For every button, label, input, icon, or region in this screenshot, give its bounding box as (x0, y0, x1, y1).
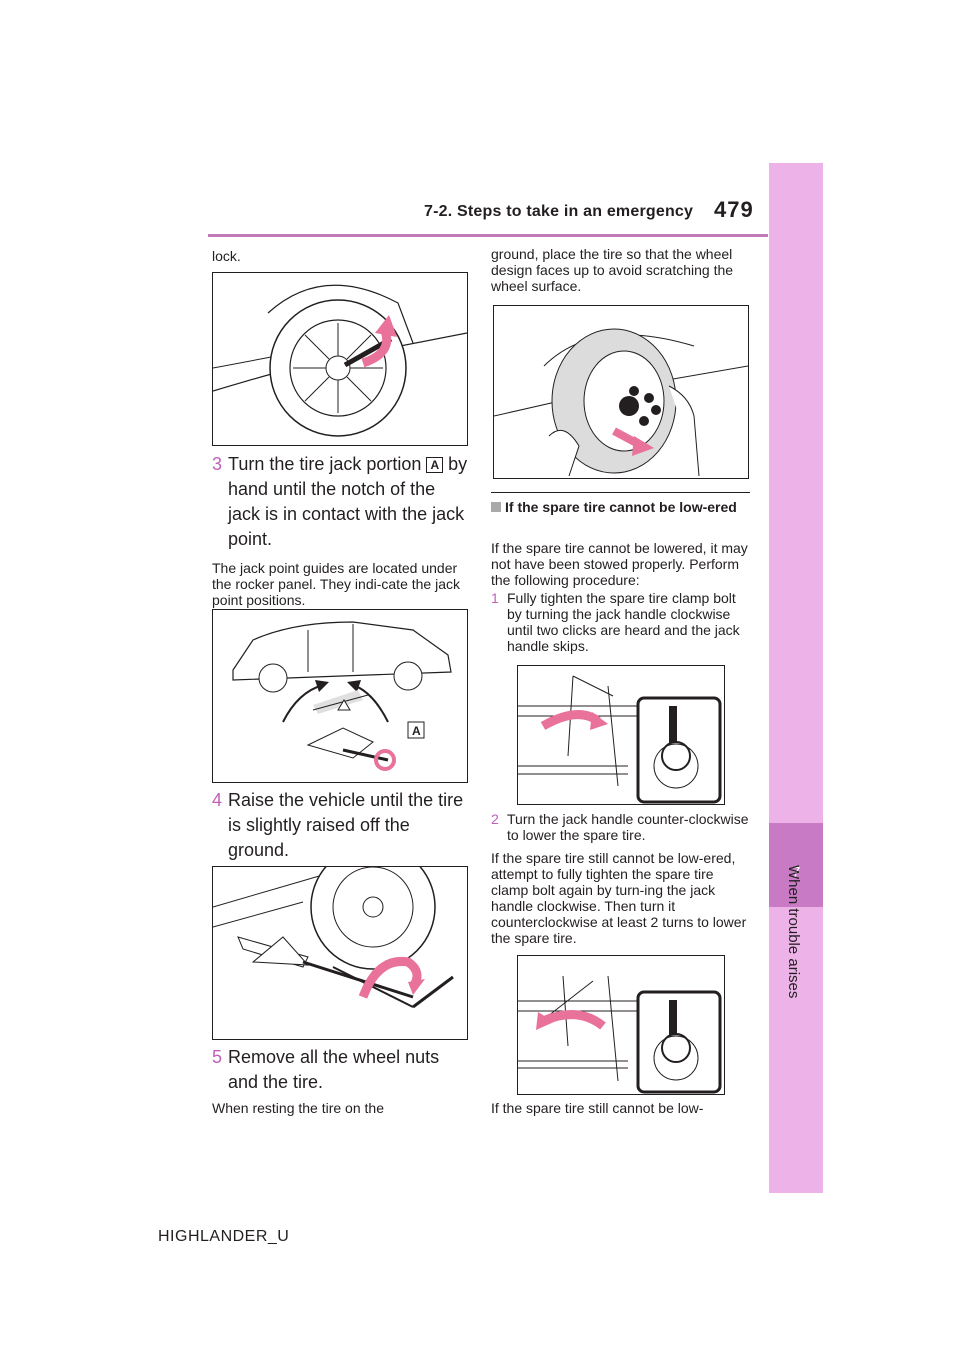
figure-tighten-clamp (517, 665, 725, 805)
section-square-icon (491, 502, 501, 512)
place-tire-illustration (494, 328, 748, 477)
substep-2: 2 Turn the jack handle counter-clockwise… (491, 811, 751, 843)
step-3-number: 3 (212, 454, 223, 474)
vehicle-jack-illustration: A (232, 621, 452, 771)
step-3-text: Turn the tire jack portion A by hand unt… (228, 452, 468, 552)
step-5-text: Remove all the wheel nuts and the tire. (228, 1047, 440, 1092)
header-rule (208, 234, 768, 237)
step-5: 5 Remove all the wheel nuts and the tire… (212, 1045, 468, 1095)
page-number: 479 (714, 197, 754, 222)
subsection-title-text: If the spare tire cannot be low-ered (505, 499, 737, 515)
left-bottom-text: When resting the tire on the (212, 1100, 384, 1116)
figure-place-tire (493, 305, 749, 479)
retry-paragraph: If the spare tire still cannot be low-er… (491, 850, 747, 946)
substep-1: 1 Fully tighten the spare tire clamp bol… (491, 590, 751, 654)
step-5-number: 5 (212, 1047, 223, 1067)
substep-2-text: Turn the jack handle counter-clockwise t… (507, 811, 749, 843)
substep-2-number: 2 (491, 811, 499, 827)
left-top-text: lock. (212, 248, 241, 264)
substep-1-number: 1 (491, 590, 499, 606)
chapter-number-tab: 7 (769, 823, 823, 907)
substep-1-text: Fully tighten the spare tire clamp bolt … (507, 590, 740, 654)
figure-lower-spare (517, 955, 725, 1095)
model-footer: HIGHLANDER_U (158, 1228, 290, 1245)
step-4-number: 4 (212, 790, 223, 810)
step-4: 4 Raise the vehicle until the tire is sl… (212, 788, 468, 863)
chapter-number: 7 (791, 865, 801, 882)
section-divider (491, 492, 750, 493)
step-3-text-b: by hand until the notch of the jack is i… (228, 454, 468, 549)
tighten-clamp-illustration (518, 675, 722, 804)
step-4-text: Raise the vehicle until the tire is slig… (228, 790, 464, 860)
lower-spare-illustration (518, 975, 722, 1094)
step-3: 3 Turn the tire jack portion A by hand u… (212, 452, 468, 552)
wheel-wrench-illustration (213, 284, 467, 437)
chapter-label: When trouble arises (785, 865, 802, 999)
section-intro: If the spare tire cannot be lowered, it … (491, 540, 748, 588)
chapter-side-tab (769, 163, 823, 1193)
figure-loosen-nuts (212, 272, 468, 446)
step-3-text-a: Turn the tire jack portion (228, 454, 422, 474)
figure-raise-vehicle (212, 866, 468, 1040)
label-a-callout: A (412, 724, 421, 738)
section-heading: 7-2. Steps to take in an emergency (424, 203, 694, 220)
subsection-title: If the spare tire cannot be low-ered (491, 500, 750, 515)
raise-vehicle-illustration (213, 867, 454, 1009)
right-top-text: ground, place the tire so that the wheel… (491, 246, 734, 294)
label-a-badge: A (426, 457, 444, 474)
jack-point-note: The jack point guides are located under … (212, 560, 460, 608)
figure-jack-points: A (212, 609, 468, 783)
right-bottom-text: If the spare tire still cannot be low- (491, 1100, 704, 1116)
